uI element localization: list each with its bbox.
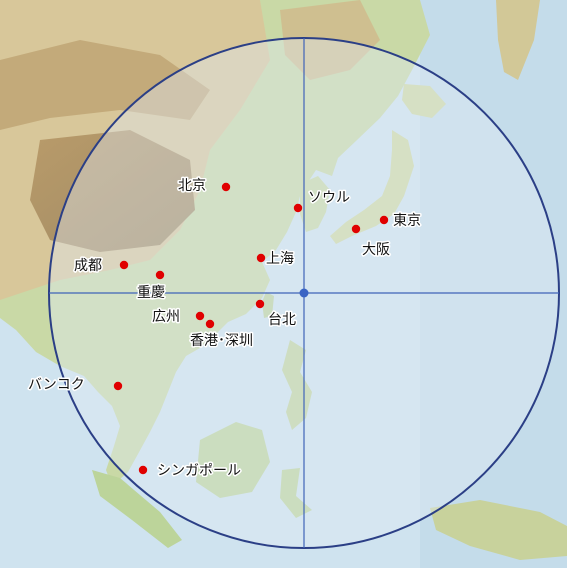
city-marker-chongqing: 重慶 — [136, 270, 167, 303]
landmass-papua — [430, 500, 567, 560]
city-label-tokyo: 東京 — [393, 213, 421, 229]
city-dot-tokyo — [379, 215, 389, 225]
city-dot-osaka — [351, 224, 361, 234]
city-label-hongkong-shenzhen: 香港･深圳 — [190, 333, 253, 349]
city-marker-osaka: 大阪 — [351, 224, 392, 260]
landmass-borneo — [196, 422, 270, 498]
city-dot-chengdu — [119, 260, 129, 270]
city-dot-hongkong-shenzhen — [205, 319, 215, 329]
city-dot-shanghai — [256, 253, 266, 263]
city-label-beijing: 北京 — [178, 178, 206, 194]
city-label-seoul: ソウル — [308, 190, 350, 206]
city-marker-chengdu: 成都 — [73, 257, 129, 276]
city-marker-seoul: ソウル — [293, 189, 352, 213]
landmass-japan — [330, 130, 414, 244]
city-dot-taipei — [255, 299, 265, 309]
landmass-korea — [300, 176, 330, 232]
landmass-hokkaido — [402, 84, 446, 118]
city-label-taipei: 台北 — [268, 312, 296, 328]
city-marker-guangzhou: 広州 — [151, 308, 205, 327]
city-marker-tokyo: 東京 — [379, 212, 423, 231]
city-label-chongqing: 重慶 — [137, 285, 165, 301]
city-dot-seoul — [293, 203, 303, 213]
city-label-singapore: シンガポール — [157, 463, 241, 479]
city-label-shanghai: 上海 — [266, 251, 294, 267]
landmass-taiwan — [262, 292, 274, 318]
city-dot-beijing — [221, 182, 231, 192]
city-label-bangkok: バンコク — [28, 377, 85, 393]
center-marker — [299, 288, 309, 298]
city-marker-hongkong-shenzhen: 香港･深圳 — [189, 319, 255, 351]
city-label-chengdu: 成都 — [74, 258, 102, 274]
city-dot-chongqing — [155, 270, 165, 280]
city-label-osaka: 大阪 — [362, 242, 390, 258]
city-label-guangzhou: 広州 — [152, 309, 180, 325]
plateau — [30, 130, 195, 252]
city-marker-singapore: シンガポール — [138, 462, 243, 481]
city-marker-shanghai: 上海 — [256, 250, 296, 269]
city-dot-guangzhou — [195, 311, 205, 321]
ocean-deep-east — [420, 0, 567, 568]
city-marker-bangkok: バンコク — [27, 376, 123, 395]
city-marker-beijing: 北京 — [177, 177, 231, 196]
city-dot-bangkok — [113, 381, 123, 391]
mountain-ridge — [0, 40, 210, 130]
landmass-sumatra — [92, 470, 182, 548]
city-marker-taipei: 台北 — [255, 299, 298, 330]
landmass-kamchatka — [496, 0, 540, 80]
city-dot-singapore — [138, 465, 148, 475]
